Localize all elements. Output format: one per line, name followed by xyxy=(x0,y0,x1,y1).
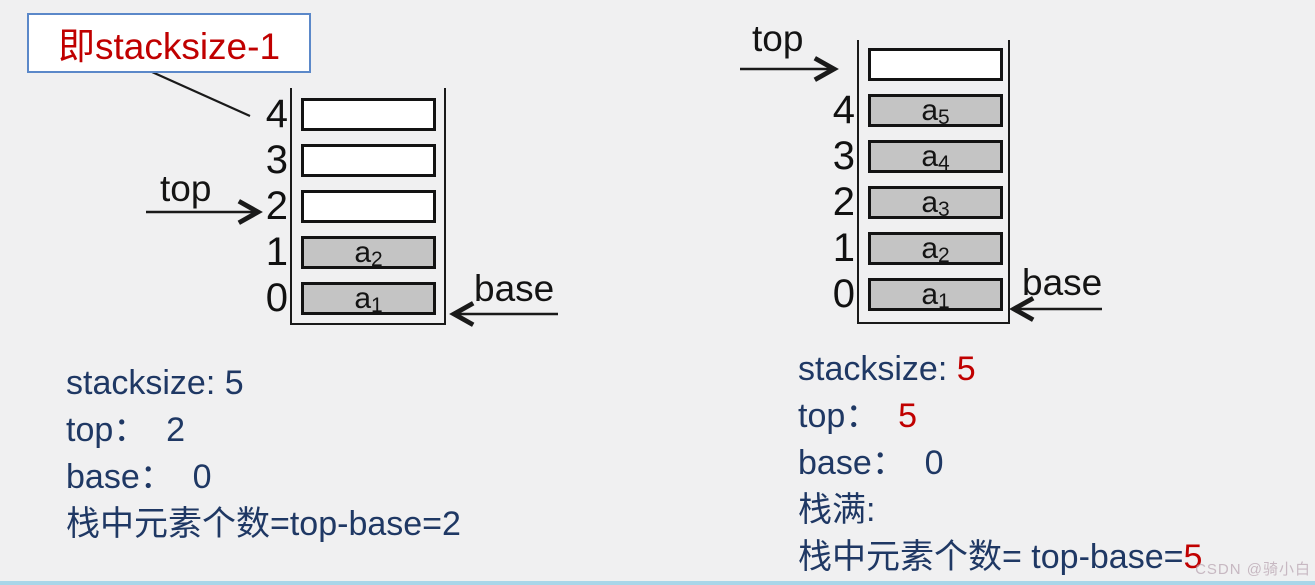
stack-row xyxy=(829,48,1003,81)
stack-cell xyxy=(868,48,1003,81)
right-stack-info: stacksize: 5 top： 5 base： 0 栈满: 栈中元素个数= … xyxy=(798,346,1202,581)
cell-element-subscript: 5 xyxy=(938,106,950,129)
callout-stacksize-note: 即stacksize-1 xyxy=(27,13,311,73)
cell-index: 2 xyxy=(265,184,288,228)
cell-element: a xyxy=(921,231,938,265)
cell-element-subscript: 3 xyxy=(938,198,950,221)
info-line-top: top： 2 xyxy=(66,411,186,449)
info-line-base: base： 0 xyxy=(66,458,212,496)
info-value-red: 5 xyxy=(956,350,976,388)
info-line-stacksize: stacksize: 5 xyxy=(798,346,1202,393)
info-value-red: 5 xyxy=(898,397,918,435)
csdn-watermark: CSDN @骑小白 xyxy=(1195,561,1311,578)
info-text: top： xyxy=(798,397,899,435)
info-text: stacksize: xyxy=(798,350,957,388)
cell-index: 4 xyxy=(832,88,855,132)
cell-index: 0 xyxy=(265,276,288,320)
stack-row: 3 xyxy=(262,138,436,182)
cell-index: 2 xyxy=(832,180,855,224)
cell-index: 3 xyxy=(265,138,288,182)
cell-element-subscript: 1 xyxy=(371,294,383,317)
cell-element: a xyxy=(921,139,938,173)
stack-cell xyxy=(301,98,436,131)
cell-element: a xyxy=(354,281,371,315)
cell-element-subscript: 1 xyxy=(938,290,950,313)
cell-element-subscript: 4 xyxy=(938,152,950,175)
stack-cell xyxy=(301,190,436,223)
right-top-pointer-label: top xyxy=(752,18,804,59)
right-base-pointer-label: base xyxy=(1022,262,1103,303)
left-top-pointer-label: top xyxy=(160,168,212,209)
info-text: base： 0 xyxy=(798,444,944,482)
left-base-pointer-label: base xyxy=(474,268,555,309)
left-stack-frame xyxy=(290,88,446,325)
cell-index: 4 xyxy=(265,92,288,136)
cell-index: 3 xyxy=(832,134,855,178)
cell-element: a xyxy=(921,277,938,311)
info-value-red: 5 xyxy=(1183,538,1203,576)
info-line-top: top： 5 xyxy=(798,393,1202,440)
left-stack-info: stacksize: 5 top： 2 base： 0 栈中元素个数=top-b… xyxy=(66,360,461,548)
right-stack-frame xyxy=(857,40,1010,324)
callout-connector-line xyxy=(151,70,251,118)
info-line-stacksize: stacksize: 5 xyxy=(66,364,244,402)
info-line-count: 栈中元素个数= top-base=5 xyxy=(798,534,1202,581)
callout-text: 即stacksize-1 xyxy=(57,26,281,67)
stack-row: 4 xyxy=(262,92,436,136)
cell-index: 1 xyxy=(832,226,855,270)
cell-index: 1 xyxy=(265,230,288,274)
stack-cell xyxy=(301,144,436,177)
info-line-stack-full: 栈满: xyxy=(798,487,1202,534)
info-text: 栈满: xyxy=(798,491,876,529)
info-text: 栈中元素个数= top-base= xyxy=(798,538,1184,576)
cell-element-subscript: 2 xyxy=(371,248,383,271)
cell-element: a xyxy=(921,93,938,127)
cell-index: 0 xyxy=(832,272,855,316)
cell-element: a xyxy=(921,185,938,219)
bottom-accent-bar xyxy=(0,581,1315,585)
cell-element-subscript: 2 xyxy=(938,244,950,267)
stack-row: 2 xyxy=(262,184,436,228)
cell-element: a xyxy=(354,235,371,269)
info-line-base: base： 0 xyxy=(798,440,1202,487)
info-line-count: 栈中元素个数=top-base=2 xyxy=(66,505,461,543)
